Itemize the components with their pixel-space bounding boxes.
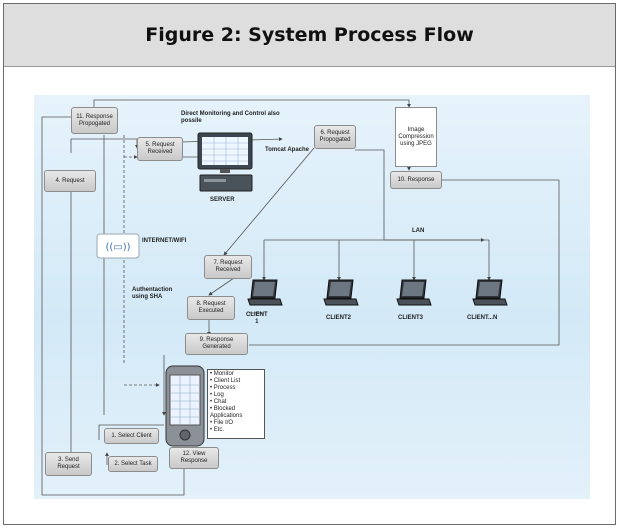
task-item: • Blocked Applications bbox=[210, 406, 243, 419]
node-send-request: 3. Send Request bbox=[45, 452, 92, 476]
label-tomcat: Tomcat Apache bbox=[265, 147, 310, 153]
figure-frame: Figure 2: System Process Flow bbox=[3, 3, 616, 525]
laptop-icon bbox=[396, 279, 432, 306]
task-item: • File I/O bbox=[210, 420, 234, 426]
label-client-3: CLIENT3 bbox=[398, 315, 424, 321]
node-request-executed-8: 8. Request Executed bbox=[187, 296, 235, 320]
figure-title: Figure 2: System Process Flow bbox=[145, 24, 474, 46]
node-image-compression: Image Compression using JPEG bbox=[395, 107, 437, 167]
server-icon bbox=[197, 132, 253, 192]
node-select-task: 2. Select Task bbox=[108, 456, 158, 472]
label-auth: Authentaction using SHA bbox=[132, 287, 173, 300]
node-request-received-7: 7. Request Received bbox=[204, 255, 252, 279]
label-client-1: CLIENT 1 bbox=[246, 312, 268, 325]
task-item: • Etc. bbox=[210, 427, 225, 433]
label-client-n: CLIENT...N bbox=[467, 315, 498, 321]
figure-header: Figure 2: System Process Flow bbox=[4, 4, 615, 67]
laptop-icon bbox=[323, 279, 359, 306]
node-view-response: 12. View Response bbox=[169, 447, 219, 469]
node-select-client: 1. Select Client bbox=[104, 428, 159, 444]
label-internet: INTERNET/WIFI bbox=[142, 238, 187, 244]
task-item: • Log bbox=[210, 392, 224, 398]
task-item: • Client List bbox=[210, 378, 241, 384]
wifi-icon: ((▭)) bbox=[96, 233, 140, 259]
node-request-propogated-6: 6. Request Propogated bbox=[314, 125, 356, 149]
node-response-generated-9: 9. Response Generated bbox=[185, 333, 248, 355]
smartphone-icon bbox=[165, 365, 205, 447]
laptop-icon bbox=[247, 279, 283, 306]
svg-text:((▭)): ((▭)) bbox=[105, 242, 130, 253]
node-response-10: 10. Response bbox=[390, 171, 442, 189]
diagram-canvas: 11. Response Propogated 5. Request Recei… bbox=[34, 95, 590, 499]
label-client-2: CLIENT2 bbox=[326, 315, 352, 321]
label-monitoring: Direct Monitoring and Control also possi… bbox=[181, 111, 280, 124]
task-item: • Process bbox=[210, 385, 236, 391]
node-request-received-5: 5. Request Received bbox=[137, 137, 183, 161]
task-item: • Chat bbox=[210, 399, 227, 405]
task-item: • Monitor bbox=[210, 371, 234, 377]
node-request-4: 4. Request bbox=[44, 170, 96, 192]
label-server: SERVER bbox=[210, 197, 235, 203]
label-lan: LAN bbox=[412, 228, 425, 234]
node-response-propogated: 11. Response Propogated bbox=[71, 107, 118, 134]
task-list: • Monitor • Client List • Process • Log … bbox=[207, 369, 265, 439]
laptop-icon bbox=[472, 279, 508, 306]
